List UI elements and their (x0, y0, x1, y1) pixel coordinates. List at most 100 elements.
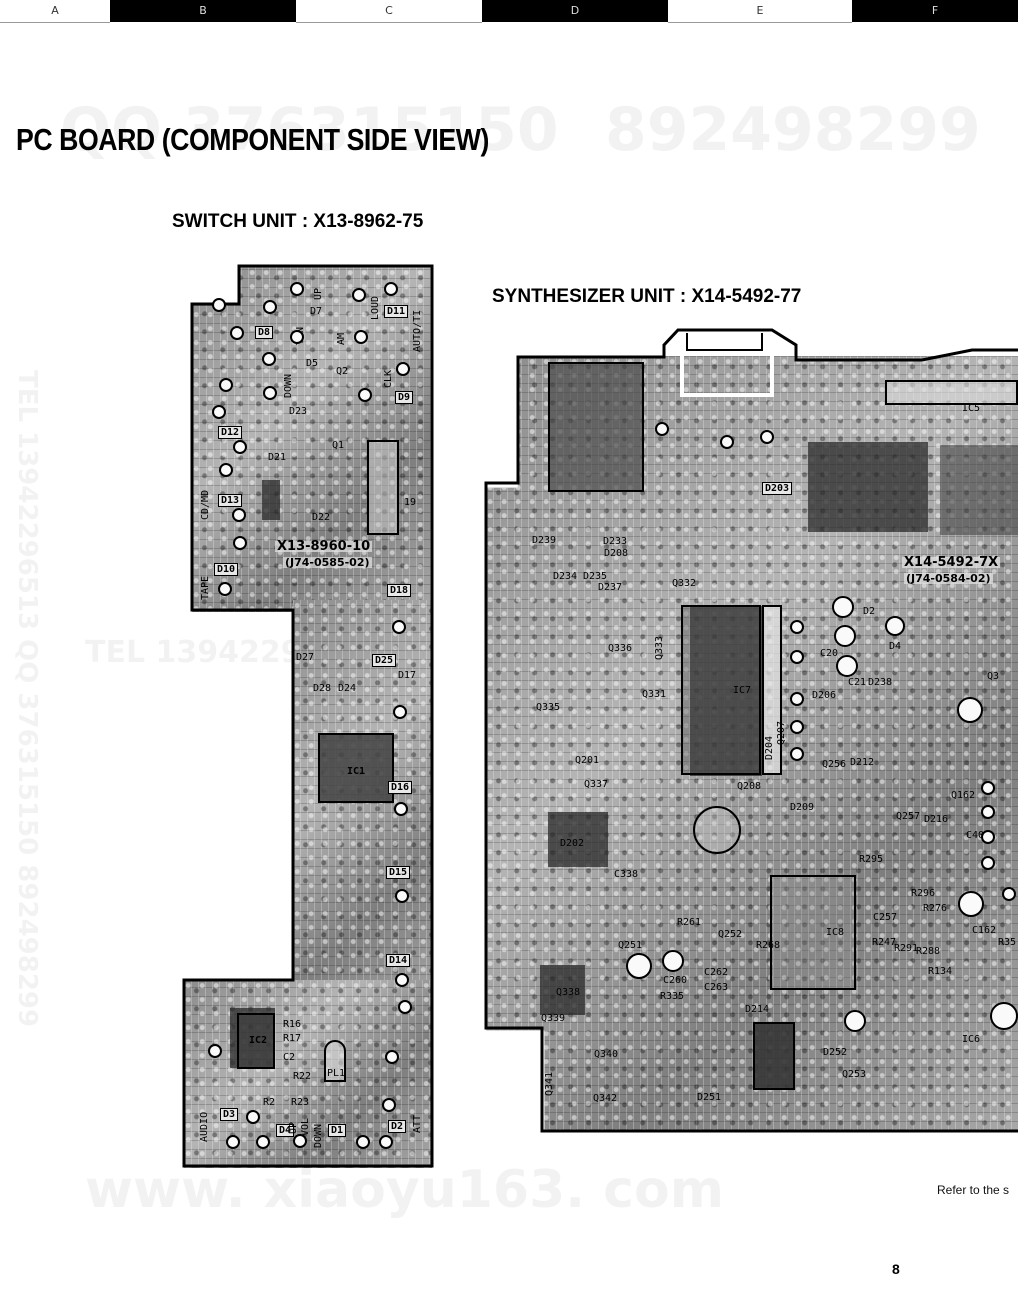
synth-capacitor (990, 1002, 1018, 1030)
ref-q339: Q339 (541, 1013, 566, 1024)
ref-d4: D4 (276, 1124, 295, 1137)
ref-d234: D234 (553, 571, 578, 582)
switch-unit-label: SWITCH UNIT : X13-8962-75 (172, 211, 424, 232)
ref-c257: C257 (873, 912, 898, 923)
switch-pad (263, 300, 277, 314)
synth-pad (981, 805, 995, 819)
ref-ic2: IC2 (249, 1035, 268, 1046)
ref-d9: D9 (395, 391, 414, 404)
ref-c40: C40 (966, 830, 985, 841)
ref-d18: D18 (387, 584, 412, 597)
synth-pad (790, 720, 804, 734)
ref-d203: D203 (762, 482, 793, 495)
switch-pad (356, 1135, 370, 1149)
column-ruler: A B C D E F (0, 0, 1018, 23)
ic1-shadow (318, 735, 393, 803)
ref-d3: D3 (220, 1108, 239, 1121)
ref-q253: Q253 (842, 1069, 867, 1080)
label-cd-md: CD/MD (200, 489, 211, 520)
ref-q251: Q251 (618, 940, 643, 951)
switch-pad (293, 1134, 307, 1148)
label-att: ATT (412, 1114, 423, 1133)
ref-d212: D212 (850, 757, 875, 768)
ref-c262: C262 (704, 967, 729, 978)
ref-pl1: PL1 (327, 1068, 346, 1079)
ref-q2: Q2 (336, 366, 349, 377)
switch-pad (382, 1098, 396, 1112)
ref-d22: D22 (312, 512, 331, 523)
synth-capacitor (957, 697, 983, 723)
ref-d12: D12 (218, 426, 243, 439)
synth-dark-region (808, 442, 928, 532)
ref-q201: Q201 (575, 755, 600, 766)
label-am: AM (336, 332, 347, 345)
ref-r16: R16 (283, 1019, 302, 1030)
switch-pad (246, 1110, 260, 1124)
ref-c2: C2 (283, 1052, 296, 1063)
synth-unit-label: SYNTHESIZER UNIT : X14-5492-77 (492, 286, 802, 307)
ref-d10: D10 (214, 563, 239, 576)
switch-dark-trace (262, 480, 280, 520)
label-up: UP (313, 287, 324, 300)
pl1-lamp (324, 1040, 346, 1082)
ref-d239: D239 (532, 535, 557, 546)
label-vol-up: UP (288, 1121, 299, 1134)
ref-ic5: IC5 (962, 403, 981, 414)
ref-d25: D25 (372, 654, 397, 667)
label-down: DOWN (283, 373, 294, 398)
ic7-chip (681, 605, 761, 775)
ref-d11: D11 (384, 305, 409, 318)
ref-q340: Q340 (594, 1049, 619, 1060)
ref-d251: D251 (697, 1092, 722, 1103)
ref-ic1: IC1 (347, 766, 366, 777)
ref-q162: Q162 (951, 790, 976, 801)
ref-q335: Q335 (536, 702, 561, 713)
ref-r261: R261 (677, 917, 702, 928)
ref-d15: D15 (386, 866, 411, 879)
ref-q256: Q256 (822, 759, 847, 770)
ruler-col-a: A (0, 0, 110, 23)
synth-pad (760, 430, 774, 444)
ref-r291: R291 (894, 943, 919, 954)
ref-r35: R35 (998, 937, 1017, 948)
ref-c20: C20 (820, 648, 839, 659)
ref-d1: D1 (328, 1124, 347, 1137)
ic8-chip (770, 875, 856, 990)
synth-capacitor (834, 625, 856, 647)
ref-r288: R288 (916, 946, 941, 957)
ref-d235: D235 (583, 571, 608, 582)
synth-connector-block (548, 362, 644, 492)
switch-pad (392, 620, 406, 634)
switch-pad (233, 536, 247, 550)
ref-r276: R276 (923, 903, 948, 914)
ref-d233: D233 (603, 536, 628, 547)
ref-d209: D209 (790, 802, 815, 813)
ref-c162: C162 (972, 925, 997, 936)
switch-pad (232, 508, 246, 522)
ref-r22: R22 (293, 1071, 312, 1082)
synth-dark-region (690, 606, 762, 776)
ref-19: 19 (404, 497, 417, 508)
synth-capacitor (958, 891, 984, 917)
switch-pad (354, 330, 368, 344)
synth-dark-region (540, 965, 585, 1015)
ref-d21: D21 (268, 452, 287, 463)
ref-q341: Q341 (544, 1071, 555, 1096)
switch-pad (398, 1000, 412, 1014)
ref-r295: R295 (859, 854, 884, 865)
ref-d238: D238 (868, 677, 893, 688)
ref-d17: D17 (398, 670, 417, 681)
ref-d5: D5 (306, 358, 319, 369)
switch-pad (290, 330, 304, 344)
ref-d16: D16 (388, 781, 413, 794)
synth-dark-region (940, 445, 1018, 535)
ic9-chip (753, 1022, 795, 1090)
synth-dark-region (548, 362, 643, 492)
ref-q336: Q336 (608, 643, 633, 654)
ref-r247: R247 (872, 937, 897, 948)
ref-r2: R2 (263, 1097, 276, 1108)
connector-strip (762, 605, 782, 775)
synth-capacitor (832, 596, 854, 618)
ref-d214: D214 (745, 1004, 770, 1015)
watermark-bottom: www. xiaoyu163. com (85, 1160, 724, 1220)
